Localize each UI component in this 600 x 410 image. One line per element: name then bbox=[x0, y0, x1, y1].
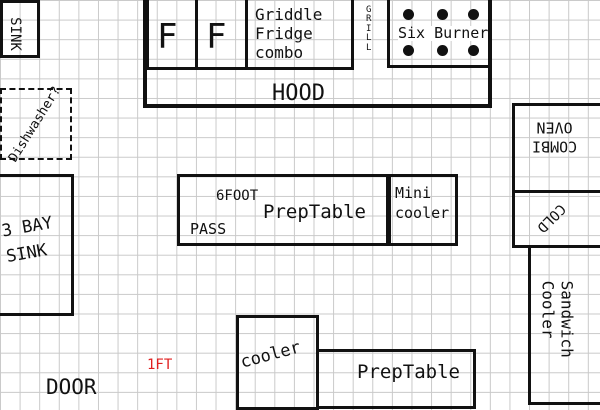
burner-dot-2 bbox=[437, 9, 448, 20]
center-prep-table bbox=[177, 174, 391, 246]
sandwich-cooler-label: Sandwich Cooler bbox=[538, 280, 577, 358]
fridge-2-label: F bbox=[206, 17, 227, 57]
hood-right-line bbox=[488, 0, 492, 108]
bottom-prep-table-label: PrepTable bbox=[357, 361, 460, 383]
burner-dot-3 bbox=[468, 9, 479, 20]
mini-cooler bbox=[386, 174, 458, 246]
three-bay-sink bbox=[0, 174, 74, 316]
dishwasher-outline bbox=[0, 88, 72, 160]
burner-dot-4 bbox=[403, 45, 414, 56]
mini-cooler-label: Mini cooler bbox=[395, 184, 450, 222]
hood-bottom-line bbox=[143, 104, 492, 108]
fridge-1-label: F bbox=[157, 17, 178, 57]
door-label: DOOR bbox=[46, 375, 97, 399]
six-burner-label: Six Burner bbox=[398, 24, 489, 42]
griddle-fridge-combo-label: Griddle Fridge combo bbox=[255, 5, 323, 63]
pass-label: PASS bbox=[190, 220, 227, 238]
combi-oven-label: COMBI OVEN bbox=[532, 118, 578, 156]
scale-label: 1FT bbox=[147, 357, 173, 373]
three-bay-sink-label: 3 BAY SINK bbox=[0, 212, 55, 267]
sink-top-left bbox=[0, 0, 40, 58]
burner-dot-1 bbox=[403, 9, 414, 20]
burner-dot-5 bbox=[437, 45, 448, 56]
center-prep-table-label: PrepTable bbox=[263, 201, 366, 223]
sink-top-label: SINK bbox=[6, 17, 23, 51]
hood-label: HOOD bbox=[272, 81, 325, 106]
burner-dot-6 bbox=[468, 45, 479, 56]
six-foot-label: 6FOOT bbox=[216, 188, 259, 204]
griddle-fridge-combo bbox=[245, 0, 354, 70]
grill-label: G R I L L bbox=[366, 5, 372, 53]
hood-left-line bbox=[143, 0, 147, 108]
